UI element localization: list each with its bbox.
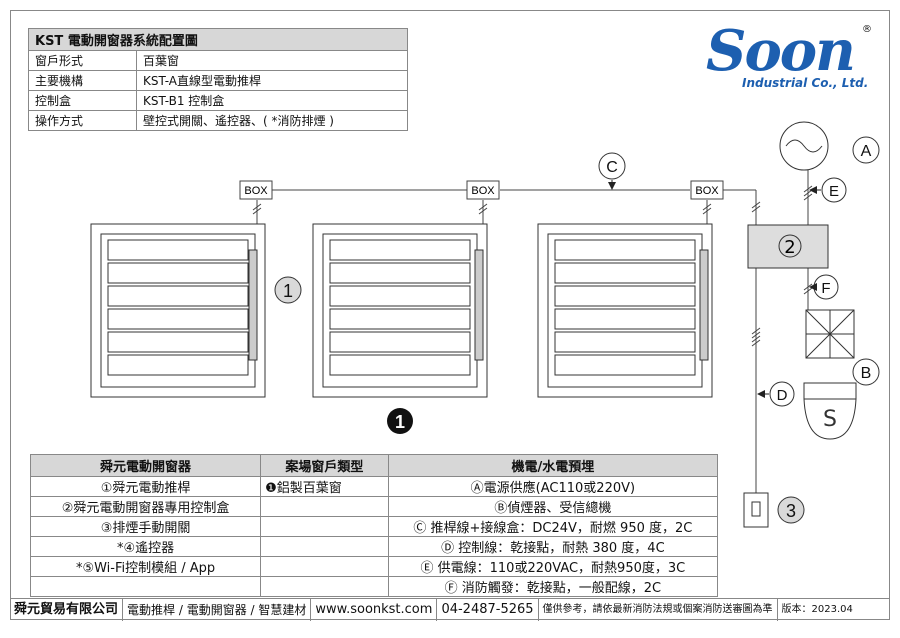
spec-title: KST 電動開窗器系統配置圖 [28,28,408,51]
junction-box-label: BOX [244,185,268,197]
spec-value: KST-A直線型電動推桿 [136,70,408,91]
marker-b: B [861,365,872,382]
registered-mark: ® [862,24,872,35]
footer-note: 僅供參考，請依最新消防法規或個案消防送審圖為準 [539,599,778,621]
smoke-vent-icon [805,309,855,359]
legend-header: 機電/水電預埋 [387,454,719,477]
louver-window [90,223,266,398]
marker-c: C [606,159,618,176]
footer: 舜元貿易有限公司 電動推桿 / 電動開窗器 / 智慧建材 www.soonkst… [10,598,890,621]
footer-version: 版本：2023.04 [781,604,853,615]
switch-number: 3 [786,501,796,521]
marker-f: F [821,280,830,297]
spec-value: KST-B1 控制盒 [136,90,408,111]
logo-subtitle: Industrial Co., Ltd. [742,76,869,90]
spec-label: 操作方式 [28,110,137,131]
page-frame [10,10,890,620]
footer-phone: 04-2487-5265 [437,599,539,621]
control-box-number: 2 [784,237,795,258]
marker-e: E [829,183,839,200]
actuator-number: 1 [283,281,293,301]
junction-box-label: BOX [695,185,719,197]
table-row: 操作方式壁控式開關、遙控器、( *消防排煙 ) [28,110,408,131]
smoke-detector-icon: S [803,382,857,440]
footer-company: 舜元貿易有限公司 [10,599,124,621]
manual-switch-icon [743,492,769,528]
louver-window [312,223,488,398]
junction-box-label: BOX [471,185,495,197]
spec-value: 壁控式開關、遙控器、( *消防排煙 ) [136,110,408,131]
footer-website[interactable]: www.soonkst.com [311,599,438,621]
logo: Soon [706,18,856,84]
marker-a: A [861,143,872,160]
svg-text:S: S [823,407,837,432]
footer-products: 電動推桿 / 電動開窗器 / 智慧建材 [123,599,312,621]
marker-d: D [777,387,788,404]
legend-header: 舜元電動開窗器 [29,454,262,477]
louver-window [537,223,713,398]
table-row: Ⓕ 消防觸發：乾接點，一般配線，2C [29,576,719,597]
window-type-number: 1 [395,412,405,432]
legend-header: 案場窗戶類型 [260,454,389,477]
